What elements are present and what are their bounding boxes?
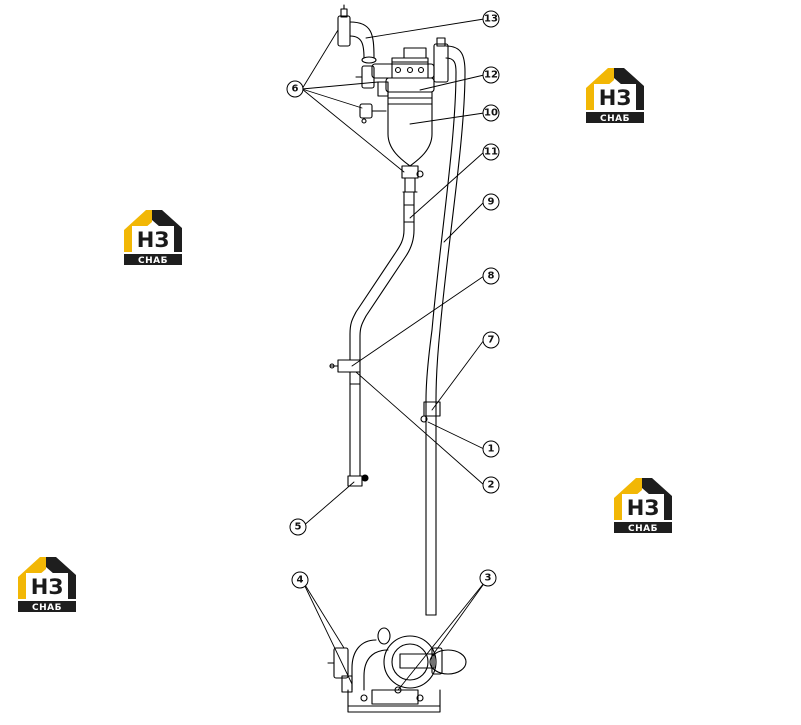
callout-12-label: 12 (484, 70, 498, 81)
logo-mark: НЗ (137, 228, 170, 252)
callout-5: 5 (289, 518, 307, 536)
callout-4-label: 4 (297, 575, 304, 586)
logo-mark: НЗ (627, 496, 660, 520)
callouts: 13 12 10 11 9 8 7 1 (286, 10, 500, 589)
callout-6: 6 (286, 80, 304, 98)
logo-subtext: СНАБ (138, 256, 168, 266)
callout-13: 13 (482, 10, 500, 28)
callout-7: 7 (482, 331, 500, 349)
callout-2: 2 (482, 476, 500, 494)
logo-subtext: СНАБ (628, 524, 658, 534)
lower-left-pipe (347, 371, 369, 487)
callout-8-label: 8 (488, 271, 495, 282)
logo-mark: НЗ (31, 575, 64, 599)
callout-10-label: 10 (484, 108, 498, 119)
top-pipe-assembly (337, 4, 466, 193)
clamp-8 (329, 359, 361, 373)
callout-3: 3 (479, 569, 497, 587)
callout-1: 1 (482, 440, 500, 458)
callout-5-label: 5 (295, 522, 302, 533)
logo-watermark: НЗ СНАБ (122, 208, 184, 266)
logo-subtext: СНАБ (32, 603, 62, 613)
logo-subtext: СНАБ (600, 114, 630, 124)
callout-2-label: 2 (488, 480, 495, 491)
callout-12: 12 (482, 66, 500, 84)
long-pipe-9 (420, 71, 466, 616)
callout-11: 11 (482, 143, 500, 161)
callout-11-label: 11 (484, 147, 498, 158)
leader-lines (301, 18, 489, 691)
callout-3-label: 3 (485, 573, 492, 584)
callout-8: 8 (482, 267, 500, 285)
callout-7-label: 7 (488, 335, 495, 346)
logo-watermark: НЗ СНАБ (584, 66, 646, 124)
callout-6-label: 6 (292, 84, 299, 95)
callout-10: 10 (482, 104, 500, 122)
callout-1-label: 1 (488, 444, 495, 455)
callout-9-label: 9 (488, 197, 495, 208)
bottom-pump-assembly (327, 627, 467, 713)
logo-mark: НЗ (599, 86, 632, 110)
callout-13-label: 13 (484, 14, 498, 25)
logo-watermark: НЗ СНАБ (16, 555, 78, 613)
callout-4: 4 (291, 571, 309, 589)
pipe-11 (349, 191, 415, 361)
logo-watermark: НЗ СНАБ (612, 476, 674, 534)
callout-9: 9 (482, 193, 500, 211)
